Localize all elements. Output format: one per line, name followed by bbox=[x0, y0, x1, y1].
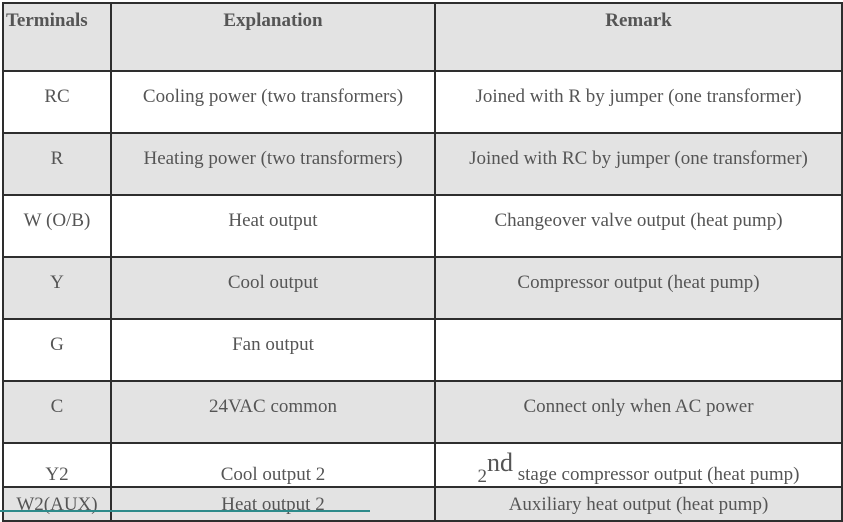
table-row: Y Cool output Compressor output (heat pu… bbox=[2, 256, 843, 320]
terminal-cell: W (O/B) bbox=[2, 194, 112, 258]
explanation-cell: Heat output 2 bbox=[110, 486, 436, 522]
explanation-cell: Cooling power (two transformers) bbox=[110, 70, 436, 134]
explanation-cell: Cool output bbox=[110, 256, 436, 320]
terminal-cell: Y2 bbox=[2, 442, 112, 488]
table-row: G Fan output bbox=[2, 318, 843, 382]
explanation-cell: Heat output bbox=[110, 194, 436, 258]
header-explanation: Explanation bbox=[110, 2, 436, 72]
scroll-indicator-line bbox=[0, 510, 370, 512]
table-row: RC Cooling power (two transformers) Join… bbox=[2, 70, 843, 134]
header-terminals: Terminals bbox=[2, 2, 112, 72]
table-row: W (O/B) Heat output Changeover valve out… bbox=[2, 194, 843, 258]
terminal-cell: C bbox=[2, 380, 112, 444]
explanation-cell: Heating power (two transformers) bbox=[110, 132, 436, 196]
terminal-cell: RC bbox=[2, 70, 112, 134]
explanation-cell: Cool output 2 bbox=[110, 442, 436, 488]
terminal-cell: Y bbox=[2, 256, 112, 320]
remark-cell: Auxiliary heat output (heat pump) bbox=[434, 486, 843, 522]
terminal-cell: W2(AUX) bbox=[2, 486, 112, 522]
remark-cell: Joined with RC by jumper (one transforme… bbox=[434, 132, 843, 196]
remark-cell bbox=[434, 318, 843, 382]
header-row: Terminals Explanation Remark bbox=[2, 2, 843, 72]
explanation-cell: Fan output bbox=[110, 318, 436, 382]
explanation-cell: 24VAC common bbox=[110, 380, 436, 444]
remark-cell: Connect only when AC power bbox=[434, 380, 843, 444]
header-remark: Remark bbox=[434, 2, 843, 72]
remark-text: stage compressor output (heat pump) bbox=[512, 464, 800, 485]
table-row: Y2 Cool output 2 2nd stage compressor ou… bbox=[2, 442, 843, 488]
table-row: R Heating power (two transformers) Joine… bbox=[2, 132, 843, 196]
remark-ordinal-suffix: nd bbox=[486, 448, 513, 477]
table-row: C 24VAC common Connect only when AC powe… bbox=[2, 380, 843, 444]
terminal-cell: R bbox=[2, 132, 112, 196]
remark-ordinal-number: 2 bbox=[477, 466, 487, 487]
remark-cell: Changeover valve output (heat pump) bbox=[434, 194, 843, 258]
remark-cell: Joined with R by jumper (one transformer… bbox=[434, 70, 843, 134]
remark-cell: Compressor output (heat pump) bbox=[434, 256, 843, 320]
terminal-cell: G bbox=[2, 318, 112, 382]
remark-cell: 2nd stage compressor output (heat pump) bbox=[434, 442, 843, 488]
table-row: W2(AUX) Heat output 2 Auxiliary heat out… bbox=[2, 486, 843, 522]
